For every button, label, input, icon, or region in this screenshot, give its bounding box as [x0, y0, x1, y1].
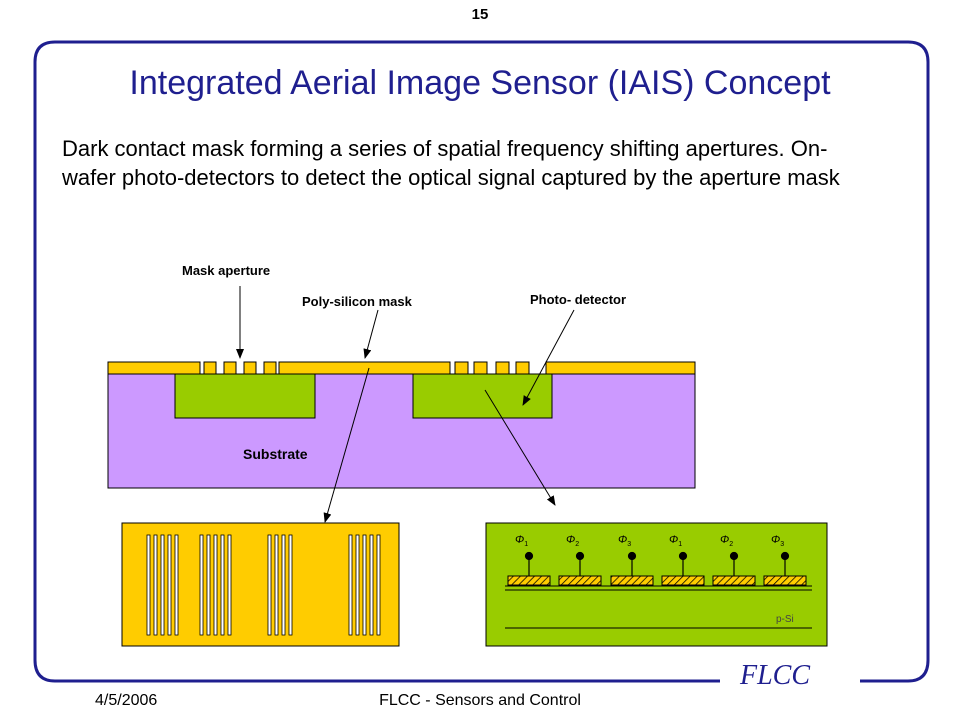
- arrow-poly-silicon: [363, 309, 379, 359]
- phase-label: Φ1: [669, 534, 683, 549]
- page-title: Integrated Aerial Image Sensor (IAIS) Co…: [129, 64, 831, 102]
- footer-date: 4/5/2006: [95, 692, 158, 709]
- phase-label: Φ3: [771, 534, 785, 549]
- label-photo-detector: Photo- detector: [530, 292, 627, 307]
- detector-right: [412, 373, 553, 419]
- arrow-photo-detector: [522, 309, 575, 406]
- phase-label: Φ3: [618, 534, 632, 549]
- mask-slit-group: [146, 534, 381, 636]
- phase-label: Φ2: [720, 534, 734, 549]
- label-poly-silicon-mask: Poly-silicon mask: [302, 294, 412, 309]
- poly-silicon-mask-strip: [107, 361, 696, 375]
- gate-electrodes: [507, 575, 807, 586]
- detector-left: [174, 373, 316, 419]
- phase-label: Φ1: [515, 534, 529, 549]
- footer-title: FLCC - Sensors and Control: [379, 692, 581, 709]
- arrow-to-mask-view: [323, 367, 370, 523]
- label-mask-aperture: Mask aperture: [182, 263, 271, 278]
- flcc-logo: FLCC: [740, 660, 811, 691]
- label-p-si: p-Si: [776, 614, 794, 625]
- slide-number: 15: [471, 6, 489, 23]
- body-text: Dark contact mask forming a series of sp…: [62, 136, 840, 190]
- arrow-to-detector-view: [484, 389, 556, 506]
- gate-contacts: [524, 551, 790, 576]
- phase-label: Φ2: [566, 534, 580, 549]
- label-substrate: Substrate: [243, 446, 308, 462]
